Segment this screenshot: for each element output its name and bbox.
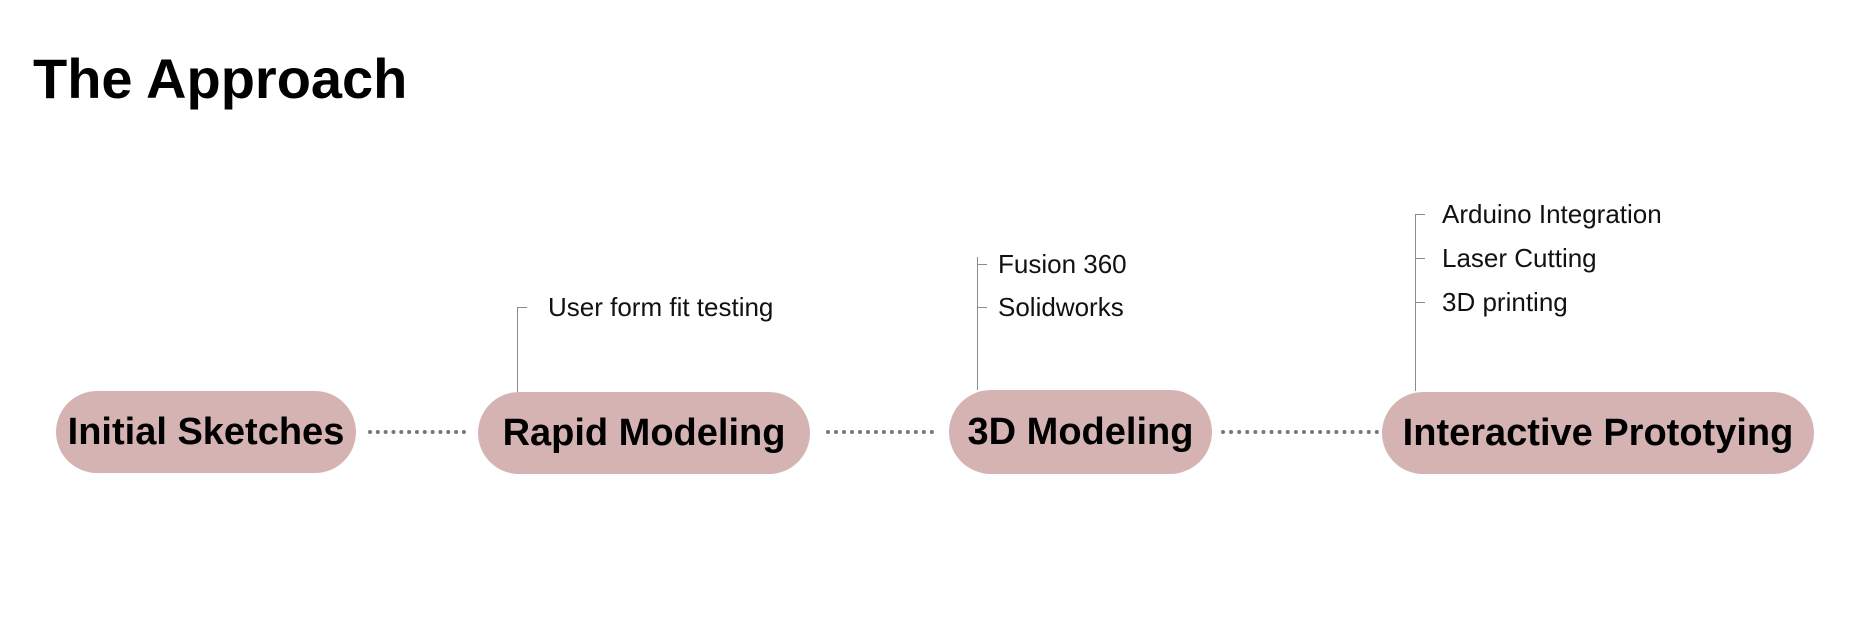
branch-tick <box>1415 214 1425 215</box>
stage-rapid-modeling: Rapid Modeling <box>478 392 810 474</box>
sub-item-user-form-fit-testing: User form fit testing <box>548 292 774 322</box>
page-title: The Approach <box>33 47 408 110</box>
connector-2-3 <box>826 430 934 434</box>
sub-item-solidworks: Solidworks <box>998 292 1124 322</box>
stage-label: Initial Sketches <box>67 410 345 453</box>
stage-3d-modeling: 3D Modeling <box>949 390 1212 474</box>
branch-tick <box>977 264 987 265</box>
sub-item-fusion-360: Fusion 360 <box>998 249 1127 279</box>
branch-tick <box>977 307 987 308</box>
branch-line-3d-modeling <box>977 257 978 390</box>
connector-1-2 <box>368 430 466 434</box>
stage-interactive-prototyping: Interactive Prototying <box>1382 392 1814 474</box>
branch-tick <box>1415 258 1425 259</box>
sub-item-laser-cutting: Laser Cutting <box>1442 243 1597 273</box>
stage-label: 3D Modeling <box>967 410 1194 453</box>
branch-tick <box>1415 302 1425 303</box>
stage-initial-sketches: Initial Sketches <box>56 391 356 473</box>
branch-line-rapid-modeling <box>517 307 518 392</box>
branch-tick <box>517 307 527 308</box>
sub-item-arduino-integration: Arduino Integration <box>1442 199 1662 229</box>
stage-label: Rapid Modeling <box>502 411 786 454</box>
connector-3-4 <box>1221 430 1379 434</box>
stage-label: Interactive Prototying <box>1402 411 1794 454</box>
sub-item-3d-printing: 3D printing <box>1442 287 1568 317</box>
